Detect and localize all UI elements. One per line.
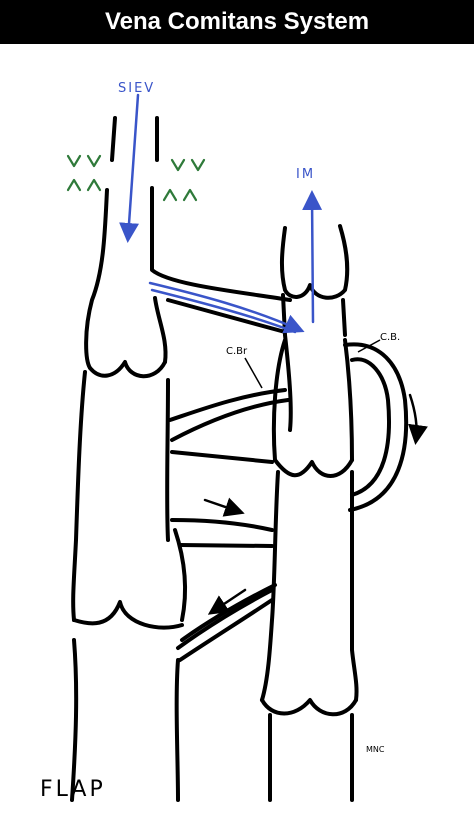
valve-marks bbox=[66, 154, 206, 202]
communicating-branches bbox=[166, 298, 290, 662]
cbr-label: C.Br bbox=[226, 346, 248, 357]
cb-label: C.B. bbox=[380, 332, 400, 343]
left-vein-outline bbox=[70, 116, 292, 802]
diagram-title: Vena Comitans System bbox=[0, 0, 474, 44]
flap-label: FLAP bbox=[40, 777, 106, 802]
branch-flow-arrow-right bbox=[203, 497, 245, 517]
branch-flow-arrow-left bbox=[207, 588, 247, 615]
flow-arrows-black bbox=[203, 393, 428, 615]
connecting-flow-arrow bbox=[148, 281, 305, 334]
flow-arrows-blue bbox=[119, 93, 323, 334]
right-vein-outline bbox=[260, 224, 359, 802]
siev-flow-arrow bbox=[119, 93, 140, 243]
siev-label: SIEV bbox=[118, 81, 155, 96]
label-leaders bbox=[244, 339, 381, 389]
collateral-branch-loop bbox=[343, 342, 409, 512]
im-flow-arrow bbox=[302, 190, 323, 324]
cb-flow-arrow bbox=[408, 393, 428, 445]
im-label: IM bbox=[296, 167, 315, 182]
signature-label: MNC bbox=[366, 745, 385, 754]
